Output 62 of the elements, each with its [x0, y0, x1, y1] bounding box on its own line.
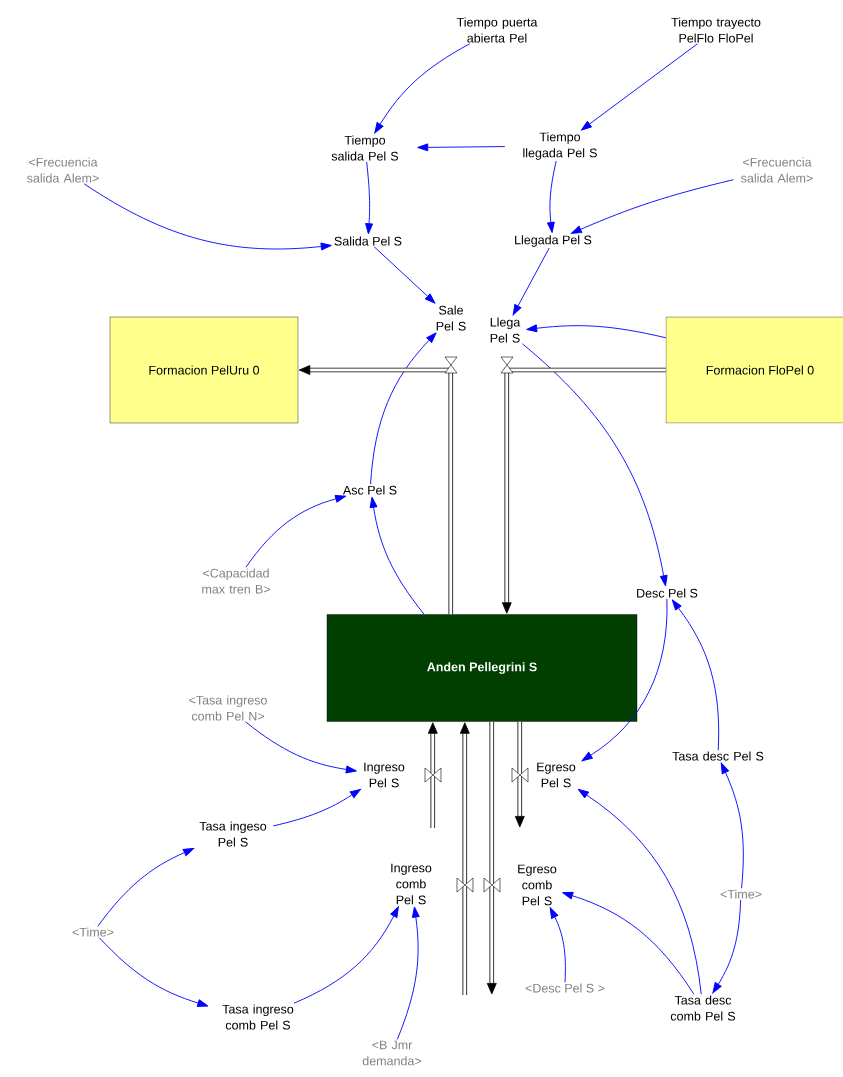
variable-label: Tiempo puerta abierta Pel	[456, 17, 538, 43]
link-arrow	[417, 143, 506, 152]
link-arrow	[374, 43, 471, 134]
boundary-box: Formacion PelUru 0	[109, 316, 299, 424]
link-arrow	[370, 332, 437, 485]
link-arrow	[562, 891, 695, 995]
shadow-variable-label: <Time>	[720, 889, 762, 899]
flow-pipe	[514, 721, 525, 828]
link-arrow	[369, 496, 425, 615]
link-arrow	[97, 847, 195, 927]
variable-label: Asc Pel S	[342, 485, 397, 495]
link-arrow	[373, 246, 436, 304]
link-arrow	[720, 762, 744, 889]
link-arrow	[546, 160, 557, 233]
variable-label: Ingreso Pel S	[364, 762, 405, 788]
link-arrow	[365, 161, 373, 235]
variable-label: Egreso comb Pel S	[518, 864, 557, 906]
link-arrow	[521, 343, 668, 587]
link-arrow	[83, 183, 332, 251]
flow-pipe	[486, 721, 497, 995]
shadow-variable-label: <B Jmr demanda>	[362, 1040, 422, 1066]
flow-pipe	[459, 722, 470, 995]
shadow-variable-label: <Frecuencia salida Alem>	[27, 157, 99, 183]
variable-label: Tasa ingreso comb Pel S	[222, 1004, 294, 1030]
variable-label: Ingreso comb Pel S	[391, 863, 432, 905]
link-arrow	[245, 495, 347, 568]
link-arrow	[526, 324, 667, 339]
variable-label: Tasa desc Pel S	[672, 751, 764, 761]
link-arrow	[712, 899, 742, 994]
flow-pipe	[501, 367, 666, 614]
stock-box: Anden Pellegrini S	[326, 614, 638, 722]
variable-label: Llegada Pel S	[515, 235, 592, 247]
variable-label: Desc Pel S	[637, 588, 698, 598]
shadow-variable-label: <Tasa ingreso comb Pel N>	[189, 695, 267, 721]
link-arrow	[570, 179, 734, 234]
link-arrow	[549, 907, 566, 983]
variable-label: Llega Pel S	[490, 317, 521, 343]
variable-label: Tasa ingeso Pel S	[199, 821, 267, 847]
link-arrow	[580, 43, 698, 131]
variable-label: Egreso Pel S	[537, 762, 576, 788]
variable-label: Tiempo trayecto PelFlo FloPel	[671, 17, 761, 43]
variable-label: Salida Pel S	[334, 236, 402, 246]
link-arrow	[577, 788, 702, 995]
boundary-box: Formacion FloPel 0	[665, 316, 843, 424]
shadow-variable-label: <Capacidad max tren B>	[202, 568, 270, 594]
link-arrow	[98, 937, 209, 1007]
link-arrow	[581, 598, 668, 762]
link-arrow	[512, 247, 550, 316]
shadow-variable-label: <Desc Pel S >	[525, 983, 605, 993]
link-arrow	[671, 599, 720, 751]
shadow-variable-label: <Time>	[72, 927, 114, 937]
link-arrow	[396, 906, 420, 1040]
link-arrow	[245, 721, 357, 774]
variable-label: Tiempo salida Pel S	[331, 135, 399, 161]
link-arrow	[272, 788, 361, 827]
variable-label: Tasa desc comb Pel S	[670, 995, 736, 1021]
flow-pipe	[298, 365, 454, 615]
flow-pipe	[427, 722, 438, 828]
link-arrow	[293, 906, 399, 1004]
variable-label: Sale Pel S	[436, 305, 466, 331]
shadow-variable-label: <Frecuencia salida Alem>	[741, 157, 813, 183]
variable-label: Tiempo llegada Pel S	[523, 132, 597, 160]
